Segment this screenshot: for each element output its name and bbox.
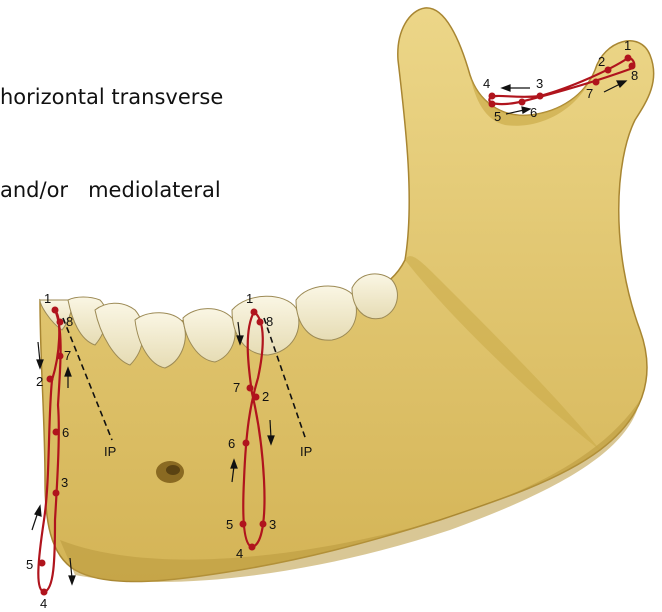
molar-point-4	[249, 544, 256, 551]
condyle-point-2	[605, 67, 612, 74]
molar-label-3: 3	[269, 517, 276, 532]
incisor-point-7	[57, 353, 64, 360]
molar-point-6	[243, 440, 250, 447]
condyle-label-7: 7	[586, 86, 593, 101]
molar-label-7: 7	[233, 380, 240, 395]
incisor-point-3	[53, 490, 60, 497]
condyle-point-4	[489, 93, 496, 100]
molar-point-8	[257, 319, 264, 326]
incisor-label-5: 5	[26, 557, 33, 572]
condyle-point-7	[593, 79, 600, 86]
molar-point-7	[247, 385, 254, 392]
incisor-label-6: 6	[62, 425, 69, 440]
mental-foramen	[156, 461, 184, 483]
incisor-point-5	[39, 560, 46, 567]
condyle-point-6	[519, 99, 526, 106]
incisor-point-1	[52, 307, 59, 314]
condyle-label-5: 5	[494, 109, 501, 124]
molar-point-3	[260, 521, 267, 528]
condyle-label-1: 1	[624, 38, 631, 53]
molar-label-6: 6	[228, 436, 235, 451]
molar-ip-label: IP	[300, 444, 312, 459]
molar-label-8: 8	[266, 314, 273, 329]
molar-label-1: 1	[246, 291, 253, 306]
condyle-label-4: 4	[483, 76, 490, 91]
condyle-label-3: 3	[536, 76, 543, 91]
incisor-point-2	[47, 376, 54, 383]
incisor-label-7: 7	[64, 348, 71, 363]
molar-label-5: 5	[226, 517, 233, 532]
molar-label-4: 4	[236, 546, 243, 561]
molar-point-2	[253, 394, 260, 401]
incisor-label-4: 4	[40, 596, 47, 611]
incisor-point-6	[53, 429, 60, 436]
incisor-label-8: 8	[66, 314, 73, 329]
incisor-label-1: 1	[44, 291, 51, 306]
condyle-label-2: 2	[598, 54, 605, 69]
condyle-point-3	[537, 93, 544, 100]
molar-point-1	[251, 309, 258, 316]
incisor-point-8	[57, 319, 64, 326]
molar-point-5	[240, 521, 247, 528]
condyle-label-6: 6	[530, 105, 537, 120]
incisor-label-2: 2	[36, 374, 43, 389]
condyle-point-5	[489, 101, 496, 108]
incisor-ip-label: IP	[104, 444, 116, 459]
incisor-label-3: 3	[61, 475, 68, 490]
incisor-point-4	[41, 589, 48, 596]
molar-label-2: 2	[262, 389, 269, 404]
condyle-label-8: 8	[631, 68, 638, 83]
condyle-point-1	[625, 55, 632, 62]
